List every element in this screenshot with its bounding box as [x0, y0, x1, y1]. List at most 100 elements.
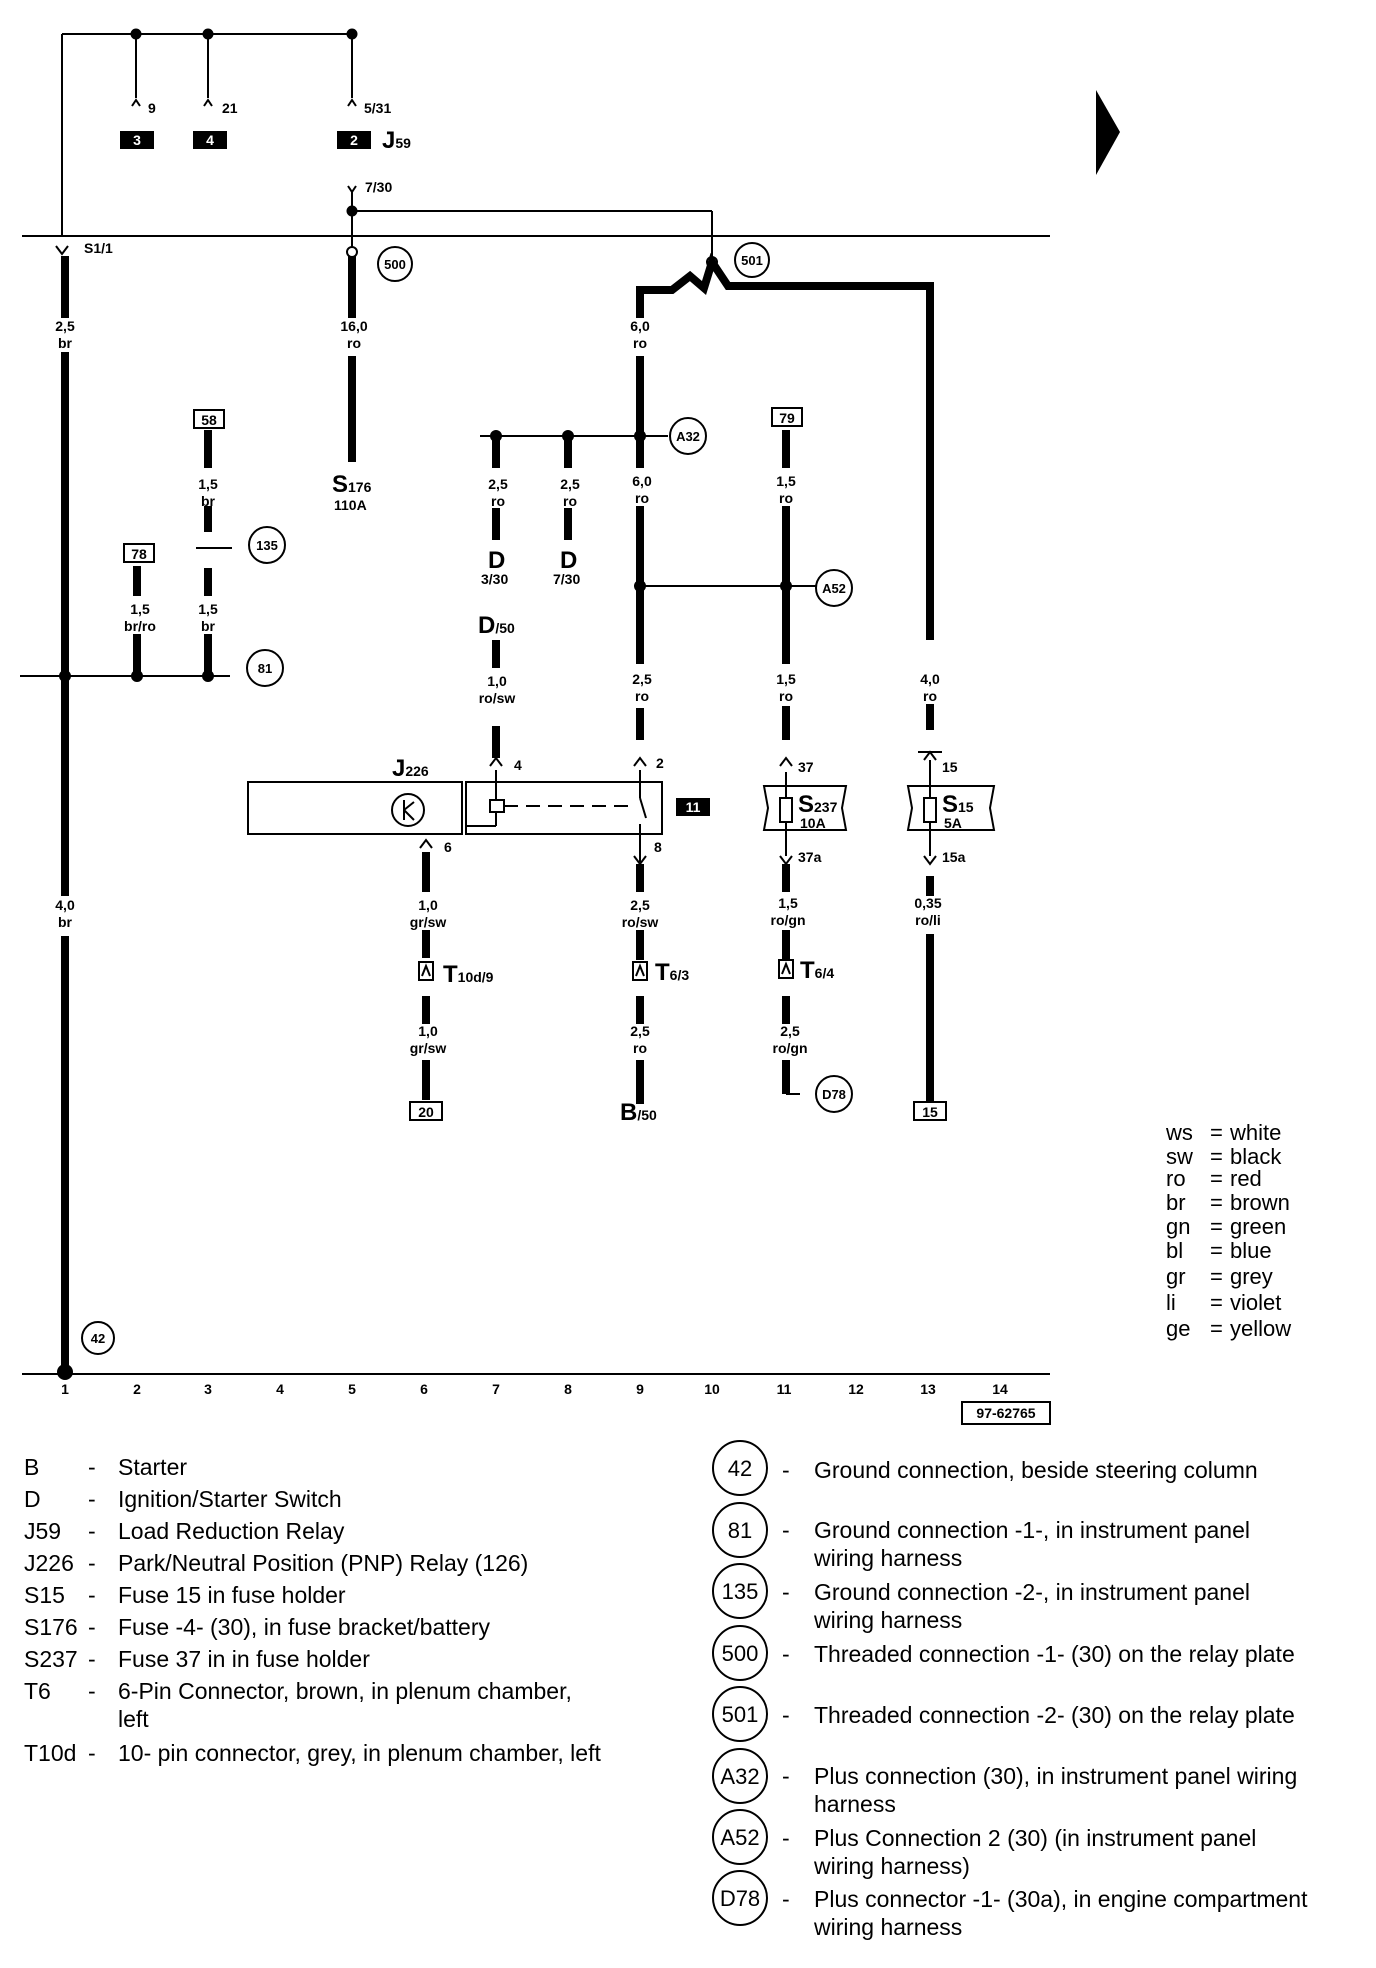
fuse-s15	[906, 760, 996, 856]
svg-text:green: green	[1230, 1214, 1286, 1239]
svg-text:gr: gr	[1166, 1264, 1186, 1289]
svg-text:135: 135	[722, 1579, 759, 1604]
svg-text:brown: brown	[1230, 1190, 1290, 1215]
svg-text:6: 6	[420, 1381, 428, 1397]
connector-symbols	[418, 959, 794, 981]
wire-1a-color: br	[58, 335, 73, 351]
svg-text:A32: A32	[720, 1764, 759, 1789]
wire-9d-color: ro/sw	[622, 914, 659, 930]
svg-text:Threaded connection -1- (30) o: Threaded connection -1- (30) on the rela…	[814, 1641, 1295, 1667]
wire-2-color: br/ro	[124, 618, 156, 634]
svg-text:-: -	[88, 1454, 96, 1480]
svg-text:-: -	[782, 1579, 790, 1605]
svg-text:-: -	[782, 1517, 790, 1543]
svg-text:Fuse -4- (30), in fuse bracket: Fuse -4- (30), in fuse bracket/battery	[118, 1614, 490, 1640]
svg-text:J226: J226	[24, 1550, 74, 1576]
svg-text:-: -	[782, 1886, 790, 1912]
svg-text:white: white	[1229, 1120, 1281, 1145]
j226-label: J226	[392, 755, 429, 782]
svg-text:-: -	[782, 1825, 790, 1851]
svg-text:9: 9	[636, 1381, 644, 1397]
svg-text:ro: ro	[1166, 1166, 1186, 1191]
connection-circles	[81, 417, 853, 1355]
svg-text:bl: bl	[1166, 1238, 1183, 1263]
wire-7b-size: 1,0	[487, 673, 507, 689]
wire-9c-size: 2,5	[632, 671, 652, 687]
ref-box-58: 58	[201, 412, 217, 428]
svg-text:S15: S15	[24, 1582, 65, 1608]
svg-text:-: -	[782, 1457, 790, 1483]
wire-6a-size: 1,0	[418, 897, 438, 913]
svg-text:li: li	[1166, 1290, 1176, 1315]
svg-text:blue: blue	[1230, 1238, 1272, 1263]
svg-text:=: =	[1210, 1166, 1223, 1191]
s237-label: S237	[798, 791, 838, 818]
svg-text:harness: harness	[814, 1791, 896, 1817]
wire-11c-color: ro/gn	[771, 912, 806, 928]
wire-3b-color: br	[201, 618, 216, 634]
wire-7a-color: ro	[491, 493, 505, 509]
ground-circle-500	[377, 246, 413, 282]
svg-text:=: =	[1210, 1238, 1223, 1263]
wire-11a-size: 1,5	[776, 473, 796, 489]
svg-text:T10d: T10d	[24, 1740, 76, 1766]
wire-1b-size: 4,0	[55, 897, 75, 913]
svg-text:3: 3	[204, 1381, 212, 1397]
s237-rating: 10A	[800, 815, 826, 831]
s176-label: S176	[332, 471, 372, 498]
svg-text:81: 81	[728, 1518, 752, 1543]
svg-text:D78: D78	[720, 1886, 760, 1911]
b50-label: B/50	[620, 1099, 657, 1126]
pin-arrows	[489, 750, 942, 866]
svg-text:ws: ws	[1165, 1120, 1193, 1145]
d-50-label: D/50	[478, 612, 515, 639]
svg-text:red: red	[1230, 1166, 1262, 1191]
svg-text:wiring harness: wiring harness	[813, 1607, 962, 1633]
svg-text:Park/Neutral Position (PNP) Re: Park/Neutral Position (PNP) Relay (126)	[118, 1550, 528, 1576]
wire-8a-color: ro	[563, 493, 577, 509]
wire-11d-color: ro/gn	[773, 1040, 808, 1056]
d-7-30-sub: 7/30	[553, 571, 580, 587]
svg-text:11: 11	[777, 1381, 792, 1397]
svg-text:-: -	[88, 1518, 96, 1544]
svg-text:left: left	[118, 1706, 149, 1732]
wire-8a-size: 2,5	[560, 476, 580, 492]
circle-500-label: 500	[384, 257, 406, 272]
svg-text:Threaded connection -2- (30) o: Threaded connection -2- (30) on the rela…	[814, 1702, 1295, 1728]
wire-3a-color: br	[201, 493, 216, 509]
circle-d78: D78	[822, 1087, 846, 1102]
wire-9c-color: ro	[635, 688, 649, 704]
fuse-pin-21: 21	[222, 100, 238, 116]
svg-text:13: 13	[920, 1381, 936, 1397]
ref-box-11: 11	[686, 799, 701, 815]
figure-id-box	[961, 1401, 1051, 1425]
svg-text:wiring harness): wiring harness)	[813, 1853, 970, 1879]
wire-13a-size: 4,0	[920, 671, 940, 687]
svg-text:=: =	[1210, 1264, 1223, 1289]
svg-text:-: -	[88, 1614, 96, 1640]
svg-text:grey: grey	[1230, 1264, 1273, 1289]
svg-text:500: 500	[722, 1641, 759, 1666]
svg-text:A52: A52	[720, 1825, 759, 1850]
legend-right: 42 81 135 500 501 A32 A52 D78 -Ground co…	[712, 1440, 1308, 1940]
wire-3a-size: 1,5	[198, 476, 218, 492]
circle-a52: A52	[822, 581, 846, 596]
svg-text:ge: ge	[1166, 1316, 1190, 1341]
pin-2: 2	[656, 755, 664, 771]
svg-text:12: 12	[848, 1381, 864, 1397]
wire-3b-size: 1,5	[198, 601, 218, 617]
s15-rating: 5A	[944, 815, 962, 831]
pin-15a: 15a	[942, 849, 966, 865]
d-3-30-label: D	[488, 547, 505, 574]
svg-text:-: -	[88, 1582, 96, 1608]
svg-text:=: =	[1210, 1144, 1223, 1169]
figure-id: 97-62765	[976, 1405, 1035, 1421]
svg-text:Plus connection (30), in instr: Plus connection (30), in instrument pane…	[814, 1763, 1297, 1789]
ground-circle-501	[734, 242, 770, 278]
svg-text:yellow: yellow	[1230, 1316, 1291, 1341]
svg-text:10: 10	[704, 1381, 720, 1397]
svg-text:Load Reduction Relay: Load Reduction Relay	[118, 1518, 345, 1544]
svg-text:=: =	[1210, 1214, 1223, 1239]
svg-text:Starter: Starter	[118, 1454, 187, 1480]
